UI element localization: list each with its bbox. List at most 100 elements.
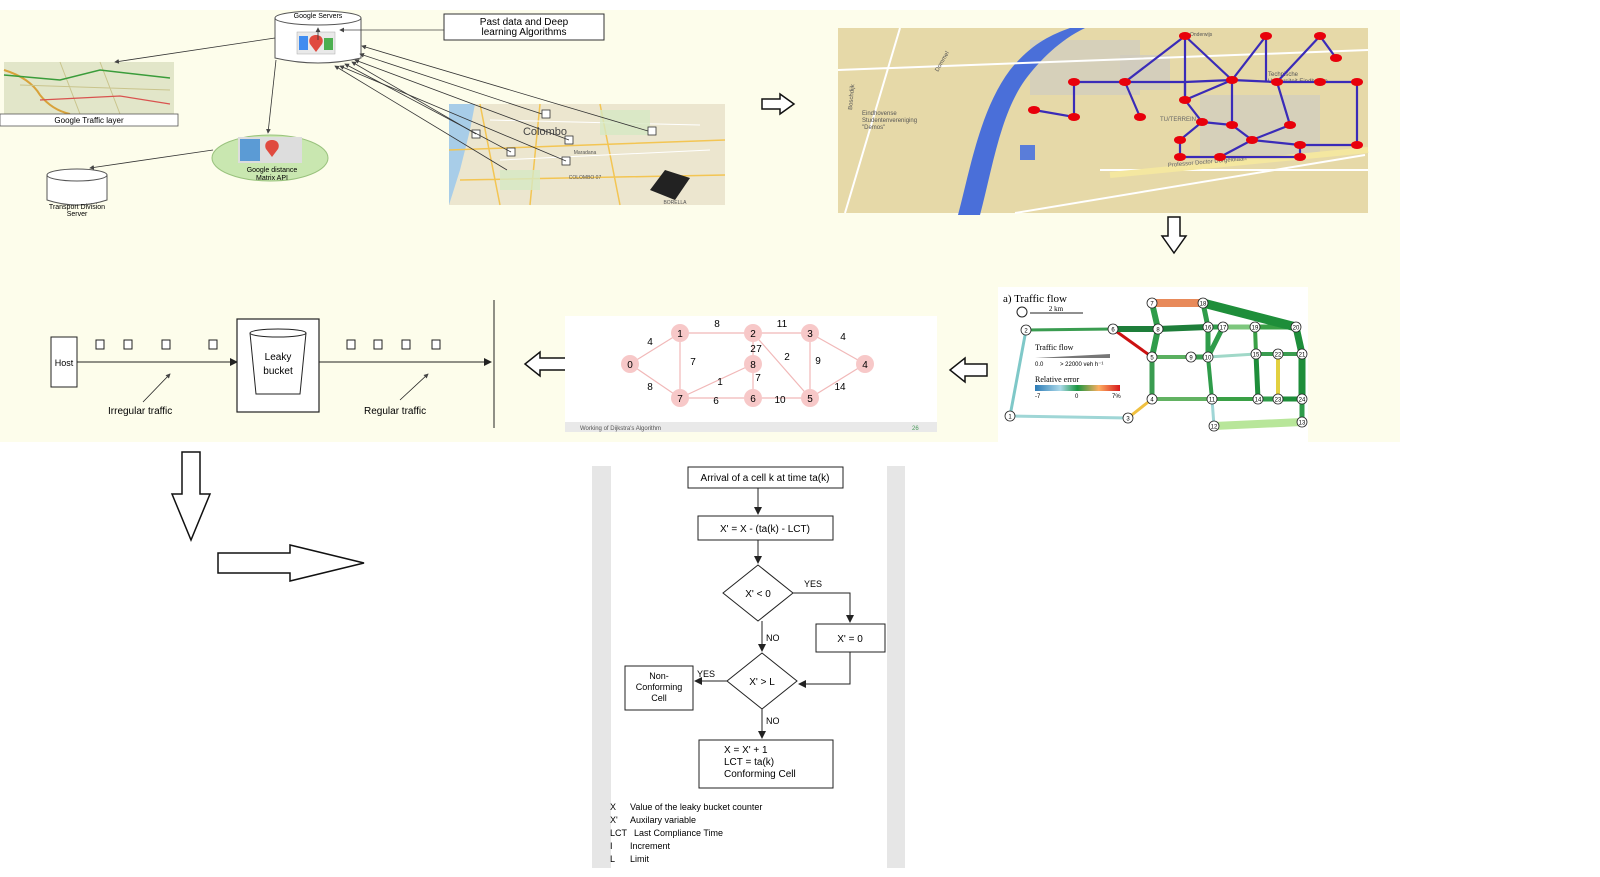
- legend-error-min: -7: [1035, 394, 1041, 400]
- traffic-flow-node: [1272, 393, 1284, 405]
- legend-symbol: X: [610, 802, 616, 812]
- irregular-traffic-label: Irregular traffic: [108, 406, 172, 417]
- dijkstra-weight: 4: [647, 337, 653, 348]
- campus-label-10: Onderwijs: [1190, 32, 1213, 38]
- yes-label-1: YES: [804, 579, 822, 589]
- campus-label-2: Studentenvereniging: [862, 118, 917, 124]
- leaky-bucket-diagram: Host Leaky bucket Irregular traffic Regu…: [50, 300, 495, 428]
- traffic-flow-node: [1107, 323, 1119, 335]
- dijkstra-node: [671, 389, 689, 407]
- flow-arrow-right-2: [217, 544, 365, 582]
- traffic-flow-node: [1185, 351, 1197, 363]
- traffic-flow-node-label: 2: [1024, 329, 1028, 335]
- dijkstra-weight: 6: [713, 396, 719, 407]
- traffic-flow-node-label: 3: [1126, 417, 1130, 423]
- irregular-packets: [95, 339, 218, 350]
- legend-description: Auxilary variable: [630, 815, 696, 825]
- dijkstra-node-label: 0: [627, 360, 633, 371]
- traffic-flow-scale: 2 km: [1049, 305, 1064, 313]
- dijkstra-node-label: 4: [862, 360, 868, 371]
- traffic-flow-edge: [1206, 352, 1258, 359]
- compute-text: X' = X - (ta(k) - LCT): [720, 524, 810, 535]
- traffic-flow-node: [1146, 351, 1158, 363]
- dijkstra-edge: [679, 363, 754, 399]
- traffic-flow-node-label: 10: [1205, 356, 1212, 362]
- dijkstra-weight: 1: [717, 377, 723, 388]
- transport-server: Transport Division Server: [46, 168, 108, 218]
- legend-description: Value of the leaky bucket counter: [630, 802, 762, 812]
- campus-label-3: "Demos": [862, 125, 885, 131]
- google-servers-label: Google Servers: [294, 13, 343, 20]
- traffic-flow-node-label: 1: [1008, 415, 1012, 421]
- dijkstra-weight: 8: [714, 319, 720, 330]
- legend-error-label: Relative error: [1035, 375, 1080, 384]
- distance-api-label-1: Google distance: [247, 167, 298, 174]
- traffic-flow-node-label: 17: [1220, 326, 1227, 332]
- no-label-2: NO: [766, 716, 780, 726]
- traffic-flow-node: [1290, 321, 1302, 333]
- campus-map: Eindhovense Studentenvereniging "Demos" …: [837, 27, 1369, 215]
- map-label-borella: BORELLA: [663, 200, 687, 206]
- start-text: Arrival of a cell k at time ta(k): [701, 473, 830, 484]
- traffic-flow-node: [1004, 410, 1016, 422]
- phone-icon: [650, 170, 690, 200]
- legend-symbol: X': [610, 815, 618, 825]
- set-zero-box: [815, 623, 886, 653]
- dijkstra-node: [744, 389, 762, 407]
- traffic-flow-edge: [1210, 418, 1306, 430]
- dijkstra-weight: 9: [815, 356, 821, 367]
- legend-flow-label: Traffic flow: [1035, 343, 1074, 352]
- legend-error-max: 7%: [1112, 394, 1121, 400]
- traffic-flow-node-label: 9: [1189, 356, 1193, 362]
- dijkstra-node: [621, 355, 639, 373]
- dijkstra-node-label: 7: [677, 394, 683, 405]
- traffic-flow-edge: [1253, 351, 1261, 402]
- traffic-flow-node-label: 20: [1293, 326, 1300, 332]
- flow-arrow-right-1: [761, 92, 796, 116]
- traffic-layer-map: Google Traffic layer: [0, 61, 179, 127]
- legend-error-colorbar: [1035, 385, 1120, 391]
- traffic-flow-node: [1122, 412, 1134, 424]
- dijkstra-edge: [752, 332, 811, 399]
- traffic-flow-panel: a) Traffic flow 2 km Traffic flow 0.0 > …: [998, 287, 1308, 442]
- dijkstra-caption: Working of Dijkstra's Algorithm: [580, 426, 661, 432]
- compute-box: [697, 515, 834, 541]
- traffic-flow-node-label: 24: [1299, 398, 1306, 404]
- flow-arrow-down-1: [1160, 216, 1188, 255]
- update-text-1: X = X' + 1: [724, 745, 768, 756]
- dijkstra-weight: 7: [756, 344, 762, 355]
- traffic-flow-node-label: 14: [1255, 398, 1262, 404]
- dijkstra-edge: [809, 363, 866, 399]
- architecture-connectors: [89, 27, 649, 171]
- traffic-flow-edge: [1205, 324, 1226, 360]
- host-label: Host: [55, 358, 74, 368]
- set-zero-text: X' = 0: [837, 634, 863, 645]
- traffic-flow-edge: [1024, 327, 1115, 332]
- dijkstra-node: [856, 355, 874, 373]
- regular-packets: [346, 339, 441, 350]
- dijkstra-weight: 2: [784, 352, 790, 363]
- traffic-flow-node-label: 7: [1150, 302, 1154, 308]
- traffic-flow-title: a) Traffic flow: [1003, 293, 1067, 305]
- dijkstra-weight: 14: [834, 382, 846, 393]
- distance-matrix-api: Google distance Matrix API: [211, 134, 329, 182]
- dijkstra-edge: [809, 332, 866, 365]
- dijkstra-node-label: 1: [677, 329, 683, 340]
- flow-arrow-down-2: [170, 451, 212, 542]
- map-label-maradana: Maradana: [574, 150, 597, 156]
- decision-2-text: X' > L: [749, 677, 775, 688]
- colombo-map: Colombo Maradana COLOMBO 07 BORELLA: [448, 103, 726, 206]
- traffic-flow-node-label: 19: [1252, 326, 1259, 332]
- traffic-flow-node: [1202, 321, 1214, 333]
- traffic-flow-node: [1202, 351, 1214, 363]
- dijkstra-node-label: 6: [750, 394, 756, 405]
- campus-label-1: Eindhovense: [862, 111, 897, 117]
- campus-label-9: Boschdijk: [848, 83, 856, 110]
- traffic-flow-node-label: 12: [1211, 425, 1218, 431]
- traffic-flow-edge: [1206, 355, 1214, 401]
- google-servers: Google Servers: [274, 10, 362, 64]
- traffic-flow-node-label: 18: [1200, 302, 1207, 308]
